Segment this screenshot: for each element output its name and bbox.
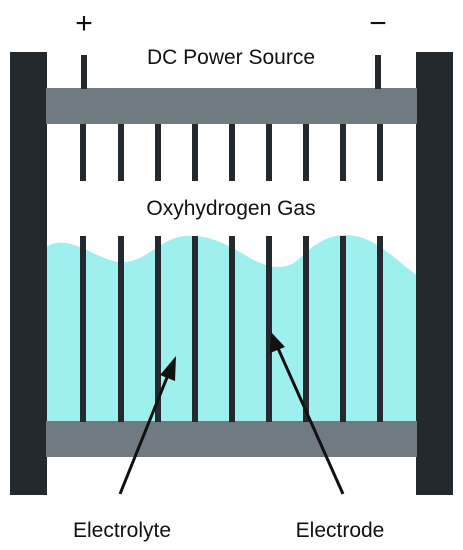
bottom-bus-bar [46, 421, 417, 457]
electrolyte-label: Electrolyte [73, 519, 171, 542]
upper-electrode-stub [340, 124, 346, 181]
electrode-plate [118, 236, 124, 422]
electrode-arrow [270, 332, 345, 495]
upper-electrode-stubs [80, 124, 383, 181]
top-bus-bar [46, 88, 417, 124]
gas-label: Oxyhydrogen Gas [146, 197, 315, 220]
power-source-label: DC Power Source [147, 46, 315, 69]
upper-electrode-stub [118, 124, 124, 181]
electrode-plate [303, 236, 309, 422]
upper-electrode-stub [229, 124, 235, 181]
upper-electrode-stub [192, 124, 198, 181]
electrode-plate [266, 236, 272, 422]
lower-electrodes [80, 236, 383, 422]
electrode-plate [80, 236, 86, 422]
left-frame-post [10, 52, 47, 495]
negative-terminal-lead [375, 55, 381, 89]
electrode-plate [377, 236, 383, 422]
upper-electrode-stub [80, 124, 86, 181]
electrode-plate [155, 236, 161, 422]
electrode-label: Electrode [296, 519, 385, 542]
upper-electrode-stub [377, 124, 383, 181]
upper-electrode-stub [266, 124, 272, 181]
positive-terminal-lead [81, 55, 87, 89]
electrode-plate [229, 236, 235, 422]
negative-terminal-label: − [369, 7, 387, 40]
upper-electrode-stub [155, 124, 161, 181]
electrolyte-arrow [118, 356, 176, 495]
electrode-plate [192, 236, 198, 422]
electrode-plate [340, 236, 346, 422]
positive-terminal-label: + [75, 7, 93, 40]
right-frame-post [416, 52, 453, 495]
upper-electrode-stub [303, 124, 309, 181]
